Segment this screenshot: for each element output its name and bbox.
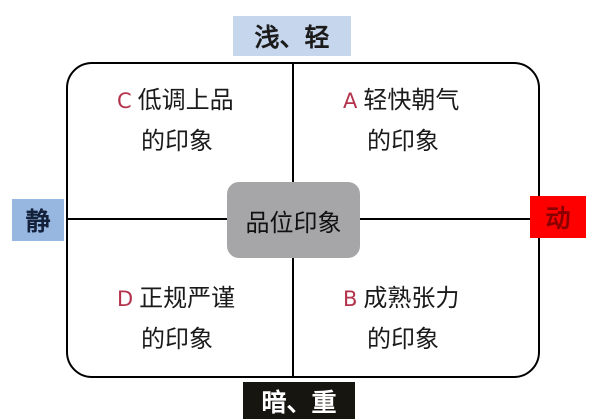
- axis-label-top: 浅、轻: [233, 16, 351, 56]
- quadrant-letter: D: [117, 287, 134, 311]
- axis-label-right: 动: [530, 196, 586, 238]
- quadrant-title: 成熟张力: [363, 284, 460, 312]
- quadrant-subtitle: 的印象: [367, 127, 439, 155]
- quadrant-letter: A: [343, 89, 358, 113]
- axis-label-left: 静: [12, 199, 64, 241]
- quadrant-subtitle: 的印象: [367, 325, 439, 353]
- quadrant-title: 低调上品: [137, 86, 234, 114]
- quadrant-letter: C: [117, 89, 132, 113]
- quadrant-title: 正规严谨: [139, 284, 236, 312]
- axis-label-bottom: 暗、重: [243, 382, 355, 419]
- quadrant-subtitle: 的印象: [141, 127, 213, 155]
- quadrant-subtitle: 的印象: [141, 325, 213, 353]
- quadrant-letter: B: [343, 287, 358, 311]
- center-node: 品位印象: [227, 182, 360, 258]
- quadrant-title: 轻快朝气: [363, 86, 460, 114]
